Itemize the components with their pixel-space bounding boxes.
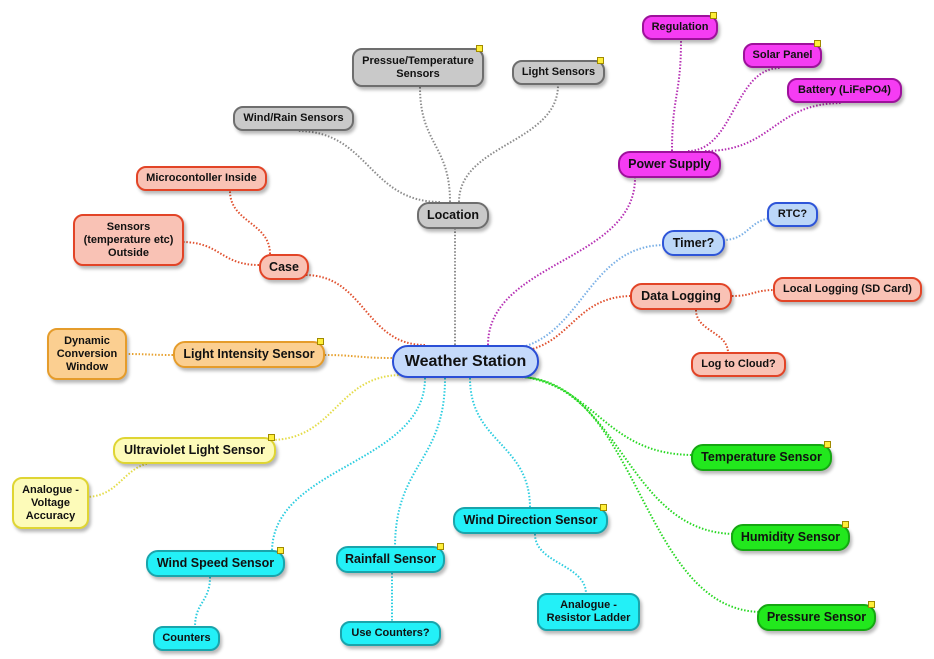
connector-wind-direction-resistor-ladder xyxy=(534,533,587,595)
dynamic-conversion-window-node[interactable]: Dynamic Conversion Window xyxy=(47,328,127,380)
note-marker-icon[interactable] xyxy=(824,441,831,448)
wind-speed-sensor-node[interactable]: Wind Speed Sensor xyxy=(146,550,285,577)
connector-location-light-sensors xyxy=(458,84,559,203)
note-marker-icon[interactable] xyxy=(600,504,607,511)
connector-wind-speed-counters xyxy=(194,576,211,628)
ultraviolet-light-sensor-node[interactable]: Ultraviolet Light Sensor xyxy=(113,437,276,464)
connector-root-pressure xyxy=(517,376,763,613)
resistor-ladder-node[interactable]: Analogue - Resistor Ladder xyxy=(537,593,640,631)
connector-case-microcontroller xyxy=(229,190,271,255)
note-marker-icon[interactable] xyxy=(597,57,604,64)
connector-root-wind-direction xyxy=(469,377,531,509)
note-marker-icon[interactable] xyxy=(317,338,324,345)
log-to-cloud-node[interactable]: Log to Cloud? xyxy=(691,352,786,377)
connector-light-intensity-dynamic-conversion xyxy=(125,353,174,356)
connector-root-temperature xyxy=(499,374,695,456)
pressure-sensor-node[interactable]: Pressure Sensor xyxy=(757,604,876,631)
note-marker-icon[interactable] xyxy=(842,521,849,528)
case-node[interactable]: Case xyxy=(259,254,309,280)
data-logging-node[interactable]: Data Logging xyxy=(630,283,732,310)
counters-node[interactable]: Counters xyxy=(153,626,220,651)
rtc-node[interactable]: RTC? xyxy=(767,202,818,227)
battery-node[interactable]: Battery (LiFePO4) xyxy=(787,78,902,103)
sensors-outside-node[interactable]: Sensors (temperature etc) Outside xyxy=(73,214,184,266)
wind-direction-sensor-node[interactable]: Wind Direction Sensor xyxy=(453,507,608,534)
light-intensity-sensor-node[interactable]: Light Intensity Sensor xyxy=(173,341,325,368)
connector-data-logging-local-logging xyxy=(731,289,776,297)
connector-power-supply-battery xyxy=(704,102,843,152)
note-marker-icon[interactable] xyxy=(277,547,284,554)
analogue-voltage-accuracy-node[interactable]: Analogue - Voltage Accuracy xyxy=(12,477,89,529)
connector-root-humidity xyxy=(509,375,737,535)
connector-location-wind-rain xyxy=(297,130,441,203)
note-marker-icon[interactable] xyxy=(814,40,821,47)
power-supply-node[interactable]: Power Supply xyxy=(618,151,721,178)
connector-root-case xyxy=(304,274,426,346)
connector-root-wind-speed xyxy=(271,377,426,553)
note-marker-icon[interactable] xyxy=(868,601,875,608)
solar-panel-node[interactable]: Solar Panel xyxy=(743,43,822,68)
wind-rain-sensors-node[interactable]: Wind/Rain Sensors xyxy=(233,106,354,131)
microcontroller-inside-node[interactable]: Microcontoller Inside xyxy=(136,166,267,191)
connector-location-pressure-temp xyxy=(419,86,451,203)
note-marker-icon[interactable] xyxy=(476,45,483,52)
connector-case-sensors-outside xyxy=(181,241,260,266)
humidity-sensor-node[interactable]: Humidity Sensor xyxy=(731,524,850,551)
connector-data-logging-log-cloud xyxy=(695,309,729,354)
connector-root-power-supply xyxy=(487,177,636,346)
connector-uv-sensor-analogue-voltage xyxy=(84,461,161,498)
light-sensors-node[interactable]: Light Sensors xyxy=(512,60,605,85)
connector-root-data-logging xyxy=(509,295,633,353)
rainfall-sensor-node[interactable]: Rainfall Sensor xyxy=(336,546,445,573)
temperature-sensor-node[interactable]: Temperature Sensor xyxy=(691,444,832,471)
local-logging-node[interactable]: Local Logging (SD Card) xyxy=(773,277,922,302)
regulation-node[interactable]: Regulation xyxy=(642,15,718,40)
note-marker-icon[interactable] xyxy=(437,543,444,550)
root-node[interactable]: Weather Station xyxy=(392,345,539,378)
use-counters-node[interactable]: Use Counters? xyxy=(340,621,441,646)
note-marker-icon[interactable] xyxy=(268,434,275,441)
connector-power-supply-solar-panel xyxy=(687,67,781,152)
timer-node[interactable]: Timer? xyxy=(662,230,725,256)
note-marker-icon[interactable] xyxy=(710,12,717,19)
connector-root-rainfall xyxy=(394,377,446,549)
connector-power-supply-regulation xyxy=(671,39,682,152)
connector-root-uv-sensor xyxy=(269,374,403,441)
location-node[interactable]: Location xyxy=(417,202,489,229)
pressure-temperature-sensors-node[interactable]: Pressue/Temperature Sensors xyxy=(352,48,484,87)
connector-root-light-intensity xyxy=(322,354,393,359)
connector-root-timer xyxy=(499,244,666,351)
